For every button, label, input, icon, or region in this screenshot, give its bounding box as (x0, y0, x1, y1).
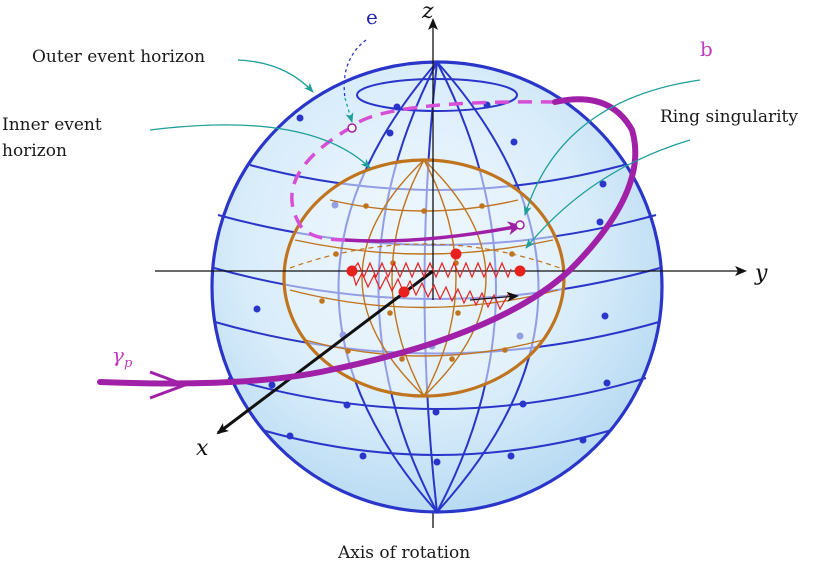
ring-points (346, 248, 526, 298)
label-gamma-subscript: p (124, 356, 133, 371)
x-axis (216, 269, 434, 435)
trajectory-gamma-p (97, 96, 639, 387)
gamma-p-arrow (149, 370, 190, 400)
trajectory-b-inner (344, 221, 522, 243)
label-b: b (700, 37, 713, 61)
inner-equator-dashed (289, 243, 561, 269)
label-z-axis: z (421, 0, 434, 24)
rotation-arrow (469, 291, 519, 302)
label-x-axis: x (196, 436, 209, 461)
label-ring-singularity: Ring singularity (660, 107, 798, 127)
ring-singularity (351, 261, 512, 311)
pointer-arrows (149, 39, 701, 249)
label-inner-horizon-1: Inner event (2, 115, 102, 135)
inner-grid (289, 159, 559, 397)
label-gamma-symbol: γ (112, 343, 124, 367)
trajectory-b-dashed (290, 100, 556, 242)
label-outer-horizon: Outer event horizon (32, 47, 205, 67)
label-axis-of-rotation: Axis of rotation (337, 543, 470, 563)
b-endpoint (515, 220, 525, 230)
label-gamma: γp (112, 343, 133, 371)
e-endpoint (347, 123, 357, 133)
label-y-axis: y (754, 261, 768, 286)
label-inner-horizon-2: horizon (2, 141, 67, 161)
outer-grid-nodes (253, 101, 611, 466)
label-e: e (366, 5, 378, 29)
